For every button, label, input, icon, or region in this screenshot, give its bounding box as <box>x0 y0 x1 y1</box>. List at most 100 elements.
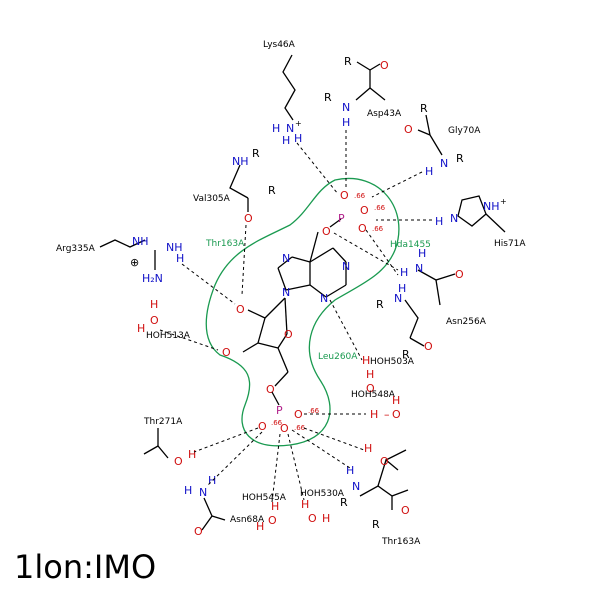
svg-text:H: H <box>418 247 426 260</box>
svg-text:R: R <box>372 518 380 531</box>
gly70-o: O <box>404 123 413 136</box>
atom-p2: P <box>276 404 283 417</box>
asn256-backbone <box>404 269 456 347</box>
thr163-n: H <box>346 464 354 477</box>
label-arg335: Arg335A <box>56 244 96 254</box>
label-hoh530: HOH530A <box>300 489 345 499</box>
svg-text:+: + <box>500 197 507 206</box>
label-hyd-hda1455: Hda1455 <box>390 240 431 250</box>
svg-text:–: – <box>384 408 390 421</box>
atom-o2p: O <box>360 204 369 217</box>
val305-n: NH <box>232 155 249 168</box>
label-gly70: Gly70A <box>448 126 481 136</box>
arg335-sidechain <box>99 239 156 270</box>
label-asn68: Asn68A <box>230 515 265 525</box>
asp43-backbone <box>355 61 386 101</box>
svg-text:R: R <box>344 55 352 68</box>
atom-o4: O <box>284 328 293 341</box>
svg-text:H: H <box>150 298 158 311</box>
label-hoh503: HOH503A <box>370 357 415 367</box>
svg-text:H: H <box>398 282 406 295</box>
thr271-og: O <box>174 455 183 468</box>
atom-o6: O <box>322 225 331 238</box>
his71-nd: NH <box>483 200 500 213</box>
asn256-nd: N <box>415 262 423 275</box>
svg-text:H: H <box>322 512 330 525</box>
label-lys46: Lys46A <box>263 40 296 50</box>
label-hoh548: HOH548A <box>351 390 396 400</box>
svg-text:⊕: ⊕ <box>130 256 139 269</box>
svg-text:H: H <box>188 448 196 461</box>
atom-n1: N <box>342 260 350 273</box>
figure-caption: 1lon:IMO <box>14 548 157 586</box>
thr163-o: O <box>401 504 410 517</box>
svg-text:N: N <box>352 480 360 493</box>
charge-o4p: .66 <box>308 407 320 415</box>
arg335-nh2: H₂N <box>142 272 163 285</box>
charge-o6p: .66 <box>294 424 306 432</box>
atom-o1p: O <box>340 189 349 202</box>
svg-text:H: H <box>294 132 302 145</box>
arg335-ne: NH <box>132 235 149 248</box>
label-hyd-leu260: Leu260A <box>318 352 358 362</box>
svg-text:H: H <box>272 122 280 135</box>
charge-o1p: .66 <box>354 192 366 200</box>
atom-n7: N <box>282 252 290 265</box>
asp43-n: N <box>342 101 350 114</box>
lys46-nz: N <box>286 122 294 135</box>
svg-text:R: R <box>420 102 428 115</box>
asp43-o: O <box>380 59 389 72</box>
svg-text:H: H <box>435 215 443 228</box>
asn68-od: O <box>194 525 203 538</box>
atom-o3: O <box>222 346 231 359</box>
label-asn256: Asn256A <box>446 317 487 327</box>
thr163-backbone <box>359 449 409 510</box>
asn256-o: O <box>424 340 433 353</box>
svg-text:H: H <box>282 134 290 147</box>
svg-text:H: H <box>425 165 433 178</box>
svg-text:H: H <box>392 394 400 407</box>
charge-o2p: .66 <box>374 204 386 212</box>
label-hoh545: HOH545A <box>242 493 287 503</box>
svg-text:H: H <box>256 520 264 533</box>
atom-n9: N <box>282 286 290 299</box>
gly70-n: N <box>440 157 448 170</box>
label-asp43: Asp43A <box>367 109 402 119</box>
svg-text:H: H <box>370 408 378 421</box>
hydrogen-bonds <box>159 130 432 503</box>
hoh530-o: O <box>308 512 317 525</box>
svg-text:R: R <box>268 184 276 197</box>
label-thr271: Thr271A <box>143 417 183 427</box>
svg-text:H: H <box>342 116 350 129</box>
atom-o4p: O <box>294 408 303 421</box>
svg-text:H: H <box>301 498 309 511</box>
purine-ring <box>277 231 347 298</box>
svg-text:H: H <box>137 322 145 335</box>
svg-text:H: H <box>176 252 184 265</box>
hydrophobic-contour <box>205 177 400 447</box>
asn68-nd: N <box>199 486 207 499</box>
atom-n3: N <box>320 292 328 305</box>
gly70-backbone <box>417 114 443 156</box>
atom-o5p: O <box>258 420 267 433</box>
label-val305: Val305A <box>193 194 231 204</box>
atom-o6p: O <box>280 422 289 435</box>
val305-o: O <box>244 212 253 225</box>
svg-text:+: + <box>295 119 302 128</box>
svg-text:R: R <box>402 348 410 361</box>
svg-text:R: R <box>376 298 384 311</box>
his71-ring <box>457 195 506 233</box>
label-hoh513: HOH513A <box>146 331 191 341</box>
svg-text:H: H <box>208 474 216 487</box>
lys46-sidechain <box>282 54 296 121</box>
hoh-near-hoh548-o: O <box>392 408 401 421</box>
atom-o5: O <box>266 383 275 396</box>
hoh545-o: O <box>268 514 277 527</box>
svg-text:H: H <box>366 368 374 381</box>
svg-text:H: H <box>364 442 372 455</box>
asn68-sidechain <box>201 497 226 531</box>
his71-ne: N <box>450 212 458 225</box>
label-hyd-thr163: Thr163A <box>205 239 245 249</box>
label-thr163b: Thr163A <box>381 537 421 547</box>
